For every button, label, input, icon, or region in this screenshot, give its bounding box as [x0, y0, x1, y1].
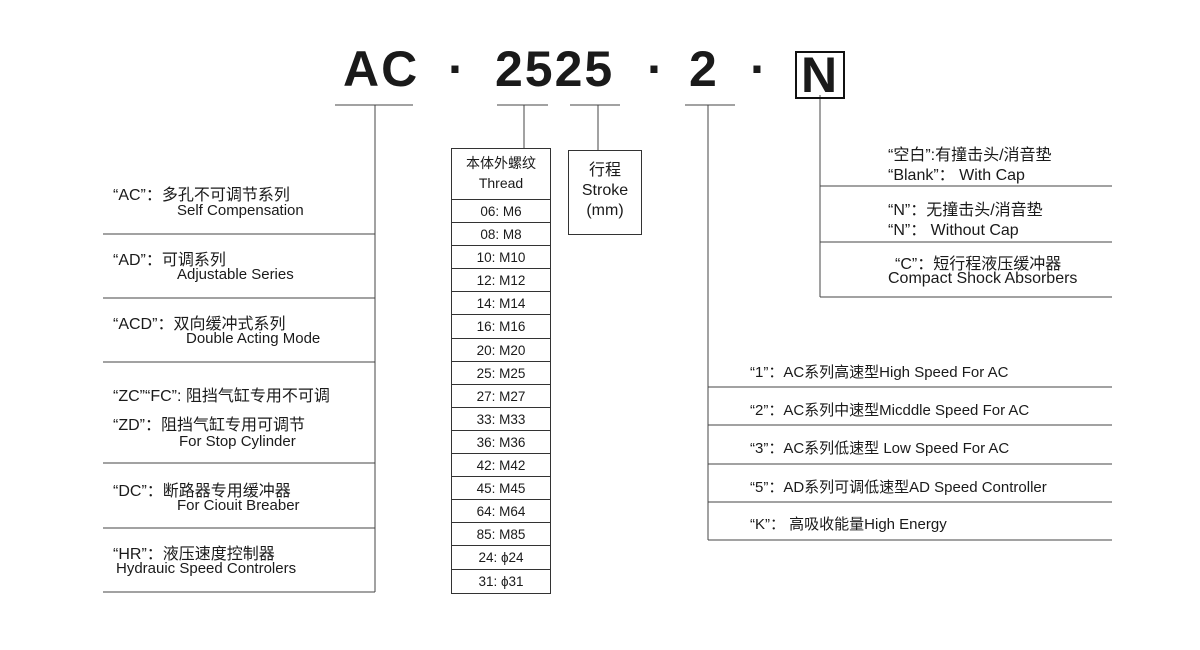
- code-separator: ·: [647, 41, 666, 97]
- thread-row: 14: M14: [452, 292, 550, 316]
- thread-row: 42: M42: [452, 454, 550, 478]
- cap-n-zh: “N”：无撞击头/消音垫: [888, 202, 1043, 219]
- thread-row: 20: M20: [452, 339, 550, 362]
- thread-row: 24: ϕ24: [452, 546, 550, 570]
- series-ad-zh: “AD”：可调系列: [113, 252, 226, 269]
- thread-row: 85: M85: [452, 523, 550, 547]
- thread-row: 06: M6: [452, 200, 550, 224]
- stroke-zh: 行程: [588, 162, 621, 179]
- thread-row: 25: M25: [452, 362, 550, 385]
- thread-row: 12: M12: [452, 269, 550, 293]
- thread-row: 45: M45: [452, 477, 550, 501]
- thread-row: 10: M10: [452, 246, 550, 270]
- thread-row: 08: M8: [452, 223, 550, 247]
- series-zd-zh: “ZD”：阻挡气缸专用可调节: [113, 417, 305, 434]
- speed-option: “1”：AC系列高速型High Speed For AC: [750, 364, 1009, 381]
- stroke-box: 行程 Stroke (mm): [568, 150, 642, 235]
- cap-blank-en: “Blank”： With Cap: [888, 167, 1025, 184]
- cap-n-en: “N”： Without Cap: [888, 222, 1019, 239]
- speed-option: “5”：AD系列可调低速型AD Speed Controller: [750, 479, 1047, 496]
- code-cap-box: N: [795, 50, 846, 100]
- series-stop-en: For Stop Cylinder: [179, 433, 296, 450]
- thread-title-en: Thread: [478, 175, 524, 191]
- speed-option: “2”：AC系列中速型Micddle Speed For AC: [750, 402, 1030, 419]
- thread-row: 36: M36: [452, 431, 550, 455]
- series-ac-en: Self Compensation: [177, 202, 304, 219]
- code-speed: 2: [689, 41, 719, 97]
- cap-blank-zh: “空白”:有撞击头/消音垫: [888, 147, 1052, 164]
- thread-header: 本体外螺纹 Thread: [452, 149, 550, 200]
- cap-c-en: Compact Shock Absorbers: [888, 270, 1078, 287]
- code-series: AC: [343, 41, 420, 97]
- thread-title-zh: 本体外螺纹: [466, 155, 536, 171]
- series-ac-zh: “AC”：多孔不可调节系列: [113, 187, 290, 204]
- series-dc-en: For Ciouit Breaber: [177, 497, 300, 514]
- thread-row: 64: M64: [452, 500, 550, 524]
- thread-row: 31: ϕ31: [478, 573, 524, 589]
- stroke-en: Stroke: [581, 182, 629, 199]
- series-hr-zh: “HR”：液压速度控制器: [113, 546, 275, 563]
- code-separator: ·: [750, 41, 769, 97]
- thread-row: 33: M33: [452, 408, 550, 431]
- speed-option: “K”： 高吸收能量High Energy: [750, 516, 947, 533]
- thread-row: 16: M16: [452, 315, 550, 339]
- series-hr-en: Hydrauic Speed Controlers: [116, 560, 297, 577]
- code-cap: N: [795, 46, 846, 104]
- series-acd-zh: “ACD”：双向缓冲式系列: [113, 316, 286, 333]
- code-separator: ·: [448, 41, 467, 97]
- speed-option: “3”：AC系列低速型 Low Speed For AC: [750, 440, 1010, 457]
- thread-row: 27: M27: [452, 385, 550, 408]
- series-zc-fc-zh: “ZC”“FC”: 阻挡气缸专用不可调: [113, 388, 330, 405]
- series-acd-en: Double Acting Mode: [186, 330, 321, 347]
- code-thread-stroke: 2525: [495, 41, 615, 97]
- series-dc-zh: “DC”：断路器专用缓冲器: [113, 483, 291, 500]
- series-ad-en: Adjustable Series: [177, 266, 294, 283]
- stroke-unit: (mm): [586, 202, 624, 219]
- cap-c-zh: “C”：短行程液压缓冲器: [895, 256, 1062, 273]
